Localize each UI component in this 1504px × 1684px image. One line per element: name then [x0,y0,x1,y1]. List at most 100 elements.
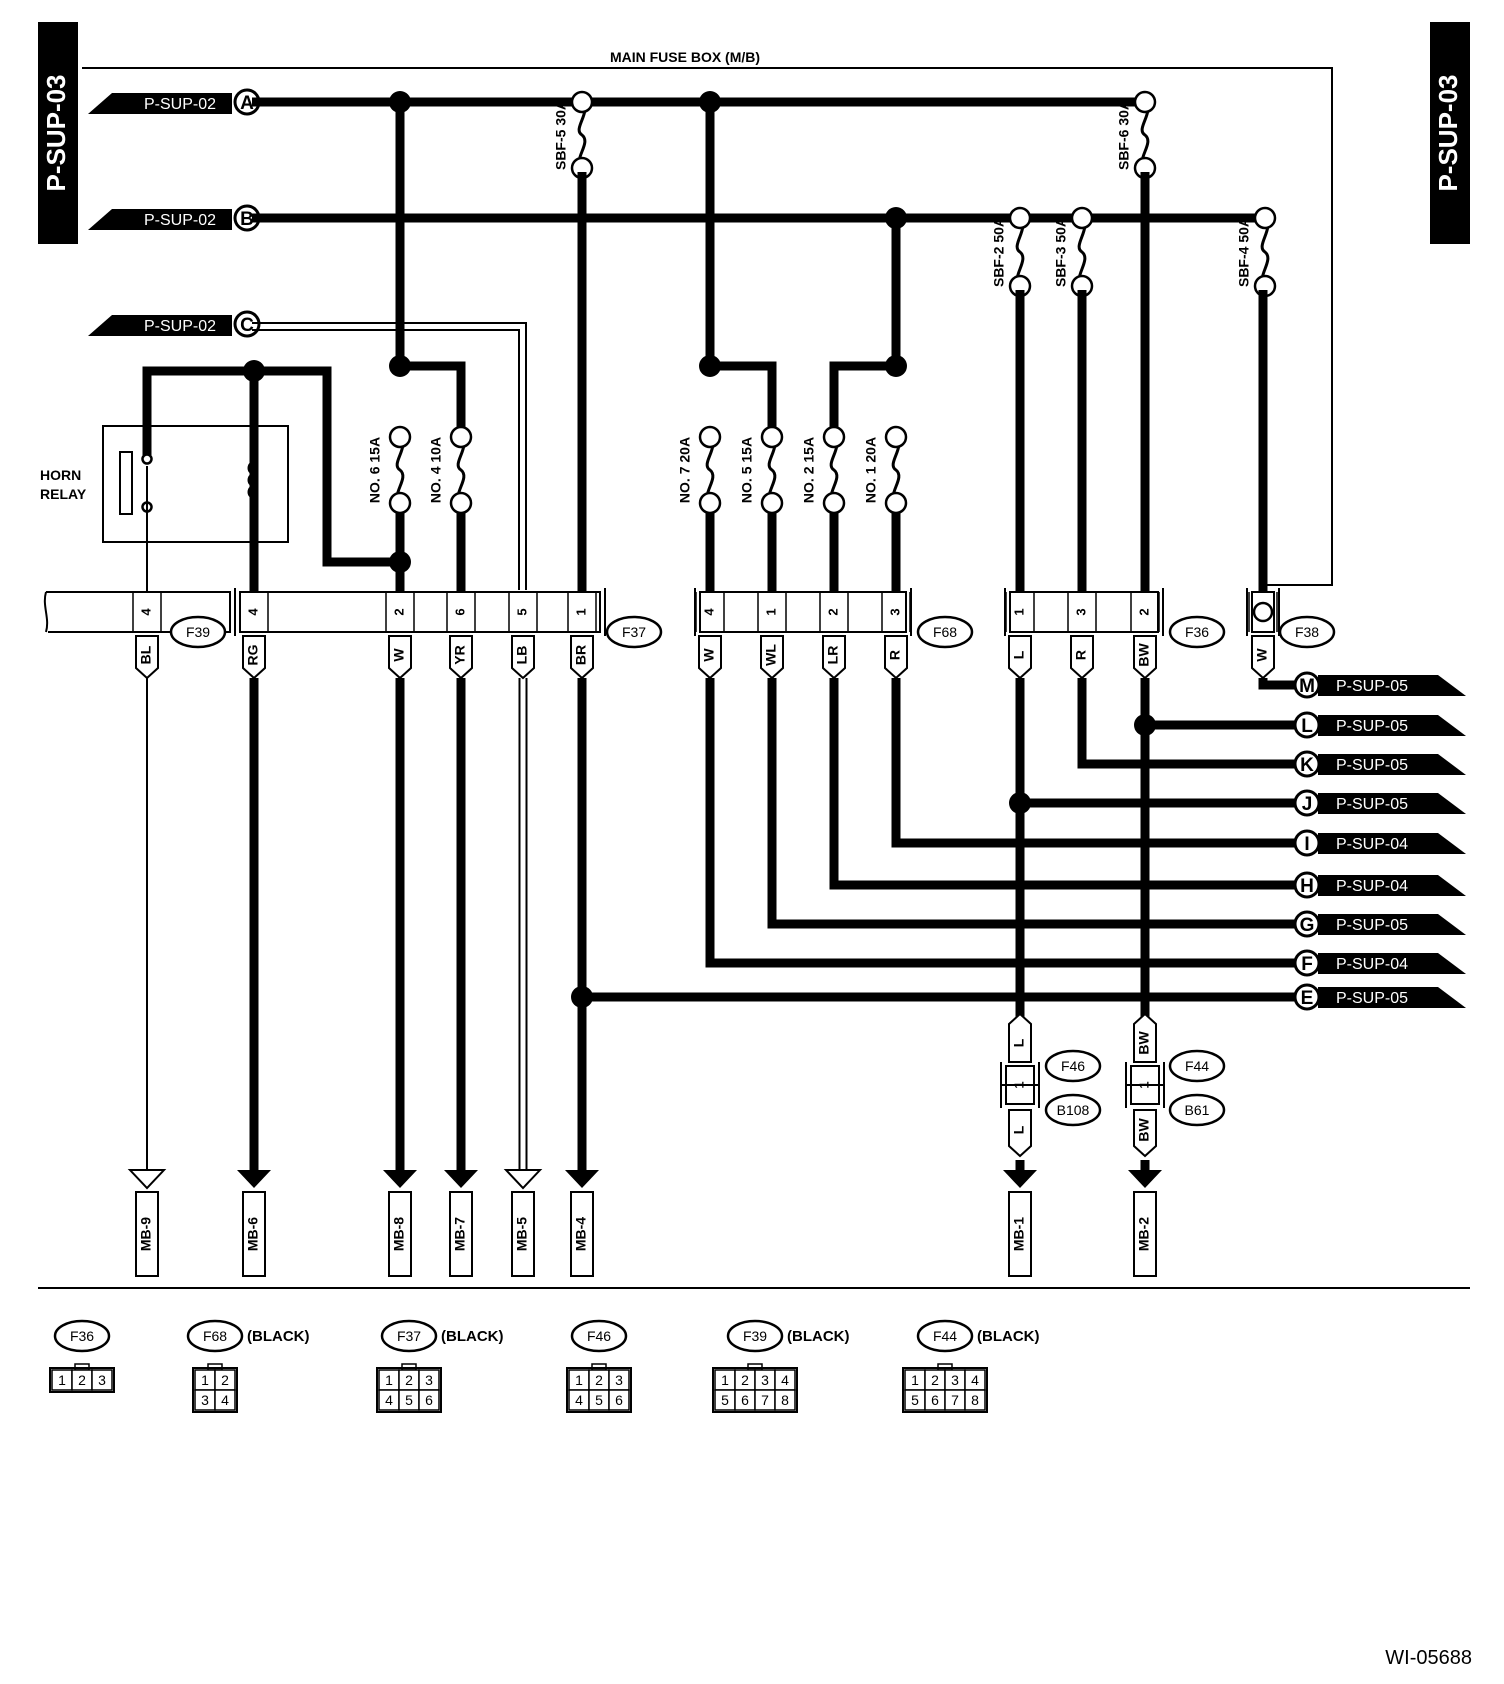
fuse-label: SBF-5 30A [553,100,569,170]
inline-top-wire: L [1011,1038,1027,1047]
legend-pin: 3 [98,1372,106,1388]
inline-label-upper: F46 [1044,1049,1102,1083]
terminal-label: MB-5 [514,1217,530,1251]
output-ref: P-SUP-04 [1336,836,1408,853]
output-letter: H [1300,876,1314,897]
legend-pin: 2 [78,1372,86,1388]
output-e: P-SUP-05E [1293,983,1466,1011]
wire-color: L [1011,650,1027,659]
legend-pin: 2 [221,1372,229,1388]
pin-number: 3 [1073,608,1088,615]
fuse-sbf6: SBF-6 30A [1116,90,1157,180]
inline-bottom-wire: BW [1136,1118,1152,1142]
legend-name: F36 [70,1328,94,1344]
legend-pin: 6 [615,1392,623,1408]
input-ref: P-SUP-02 [144,212,216,229]
pin-1: 4BL [132,592,162,680]
legend-pin: 5 [911,1392,919,1408]
inline-label-upper: F44 [1168,1049,1226,1083]
legend-pin: 3 [615,1372,623,1388]
terminal-mb-8: MB-8 [383,1170,417,1277]
terminal-mb-2: MB-2 [1128,1170,1162,1277]
legend-pin: 5 [595,1392,603,1408]
svg-text:F39: F39 [186,624,210,640]
fuse-label: SBF-6 30A [1116,100,1132,170]
wire-color: BW [1136,643,1152,667]
fuse-label: NO. 5 15A [739,437,755,503]
legend-pin: 3 [951,1372,959,1388]
wire-color: BL [138,645,154,664]
pin-10: 3R [881,592,911,680]
legend-pin: 4 [971,1372,979,1388]
output-ref: P-SUP-05 [1336,796,1408,813]
page-tag-left: P-SUP-03 [38,22,78,244]
legend-pin: 1 [58,1372,66,1388]
output-ref: P-SUP-05 [1336,757,1408,774]
fuse-label: NO. 7 20A [677,437,693,503]
fuse-label: NO. 6 15A [367,437,383,503]
relay-label-2: RELAY [40,486,87,502]
output-letter: M [1299,676,1315,697]
legend-name: F46 [587,1328,611,1344]
legend-name: F37 [397,1328,421,1344]
terminal-label: MB-9 [138,1217,154,1251]
pin-number: 2 [1136,608,1151,615]
legend-note: (BLACK) [977,1328,1039,1345]
connector-housing-f37 [234,588,606,636]
fuse-sbf2: SBF-2 50A [991,206,1032,298]
legend-pin: 8 [781,1392,789,1408]
svg-text:F44: F44 [1185,1058,1209,1074]
terminal-label: MB-7 [452,1217,468,1251]
legend-pin: 1 [385,1372,393,1388]
pin-number: 4 [138,608,153,616]
output-letter: E [1301,988,1314,1009]
fuse-sbf5: SBF-5 30A [553,90,594,180]
wire-color: YR [452,645,468,664]
input-ref: P-SUP-02 [144,318,216,335]
output-ref: P-SUP-05 [1336,678,1408,695]
pin-12: 3R [1067,592,1097,680]
output-letter: J [1302,794,1313,815]
svg-text:F46: F46 [1061,1058,1085,1074]
output-k: P-SUP-05K [1293,750,1466,778]
legend-pin: 5 [721,1392,729,1408]
wire-color: LB [514,646,530,665]
output-g: P-SUP-05G [1293,910,1466,938]
fuse-no1: NO. 1 20A [863,425,908,515]
fuse-label: NO. 1 20A [863,437,879,503]
legend-note: (BLACK) [787,1328,849,1345]
terminal-mb-9: MB-9 [127,1169,167,1277]
output-f: P-SUP-04F [1293,949,1466,977]
legend-pin: 2 [405,1372,413,1388]
input-letter: C [240,315,254,336]
output-letter: F [1301,954,1313,975]
legend-pin: 3 [425,1372,433,1388]
junction-dot [389,355,411,377]
legend-name: F44 [933,1328,957,1344]
pin-number: 4 [245,608,260,616]
legend-pin: 5 [405,1392,413,1408]
fuse-box-outline [82,67,1333,586]
svg-text:F37: F37 [622,624,646,640]
output-ref: P-SUP-05 [1336,718,1408,735]
fuse-label: NO. 4 10A [428,437,444,503]
legend-pin: 7 [761,1392,769,1408]
pin-11: 1L [1005,592,1035,680]
output-m: P-SUP-05 M [1293,671,1466,699]
output-ref: P-SUP-04 [1336,878,1408,895]
legend-name: F39 [743,1328,767,1344]
junction-dot [885,355,907,377]
wire-color: WL [763,644,779,666]
output-arrows: P-SUP-05MP-SUP-05LP-SUP-05KP-SUP-05JP-SU… [1293,671,1466,1011]
legend-pin: 4 [385,1392,393,1408]
connector-label-f37: F37 [605,615,663,649]
inline-label-lower: B108 [1044,1093,1102,1127]
page-tag-right-text: P-SUP-03 [1433,74,1463,191]
output-h: P-SUP-04 H [1293,871,1466,899]
